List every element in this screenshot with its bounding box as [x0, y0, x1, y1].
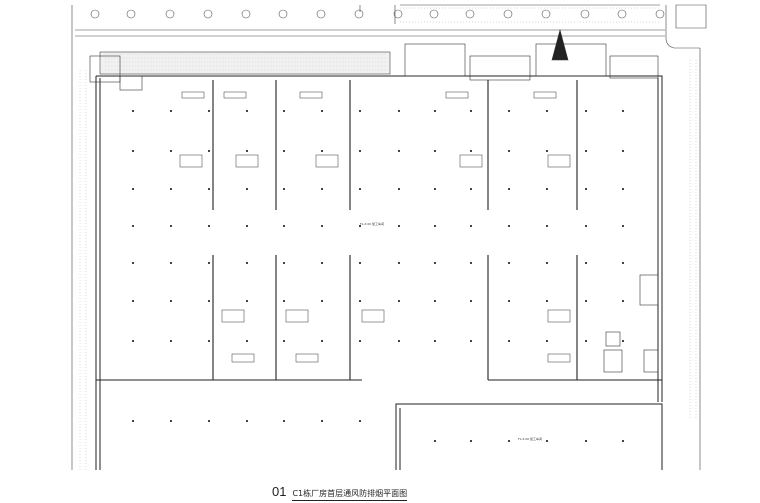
landscape-strip: [400, 7, 660, 23]
exhaust-vents: [179, 91, 571, 363]
drawing-title-block: 01 C1栋厂房首层通风防排烟平面图: [272, 484, 408, 502]
drawing-title: C1栋厂房首层通风防排烟平面图: [292, 488, 408, 501]
grid-bubbles-top: [90, 9, 665, 19]
building-outline: [95, 75, 663, 470]
room-label-lower: FL-3.00 加工车间: [518, 436, 542, 441]
interior-columns: [132, 110, 624, 442]
top-dimension-line: [75, 29, 665, 37]
drawing-number: 01: [272, 484, 287, 499]
left-landscape: [79, 70, 87, 470]
hatched-corridor: [99, 51, 391, 75]
right-shafts: [603, 274, 659, 373]
equipment-rooms: [89, 28, 659, 91]
site-boundary: [71, 4, 707, 470]
room-label-upper: FL-3.00 加工车间: [360, 221, 384, 226]
right-landscape: [689, 60, 697, 420]
vertical-ducts: [212, 80, 578, 380]
